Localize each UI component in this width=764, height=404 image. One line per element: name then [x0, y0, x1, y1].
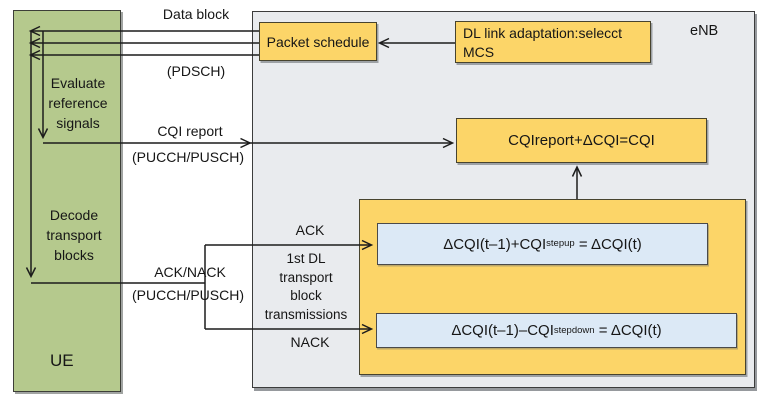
ue-panel-label: UE [50, 351, 74, 370]
first-dl-transmissions-note: 1st DL transport block transmissions [264, 251, 348, 322]
cqi-report-mid-arrowhead [240, 137, 252, 149]
cqi-sum-label: CQIreport+ΔCQI=CQI [508, 132, 655, 149]
cqi-sum-box: CQIreport+ΔCQI=CQI [456, 118, 707, 163]
ack-label: ACK [295, 222, 325, 238]
enb-panel-label: eNB [690, 23, 719, 39]
ue-panel: Evaluate reference signals Decode transp… [13, 10, 121, 392]
cqi-report-label: CQI report [157, 123, 223, 139]
pucch-pusch-ack-label: (PUCCH/PUSCH) [132, 287, 244, 303]
packet-schedule-box: Packet schedule [259, 22, 377, 61]
stepdown-formula-pre: ΔCQI(t–1)–CQI [451, 322, 554, 339]
ack-nack-label: ACK/NACK [154, 264, 226, 280]
nack-label: NACK [290, 334, 330, 350]
data-block-label: Data block [162, 6, 230, 22]
pdsch-label: (PDSCH) [166, 63, 226, 79]
stepup-formula-pre: ΔCQI(t–1)+CQI [443, 235, 547, 253]
evaluate-reference-signals-note: Evaluate reference signals [48, 75, 108, 131]
stepdown-formula-post: = ΔCQI(t) [594, 322, 662, 339]
dl-link-adaptation-label: DL link adaptation:selecct MCS [463, 25, 623, 60]
stepup-formula-post: = ΔCQI(t) [574, 235, 642, 253]
packet-schedule-label: Packet schedule [266, 33, 370, 50]
decode-transport-blocks-note: Decode transport blocks [46, 207, 102, 263]
pucch-pusch-cqi-label: (PUCCH/PUSCH) [132, 149, 244, 165]
dl-link-adaptation-box: DL link adaptation:selecct MCS [455, 21, 651, 63]
